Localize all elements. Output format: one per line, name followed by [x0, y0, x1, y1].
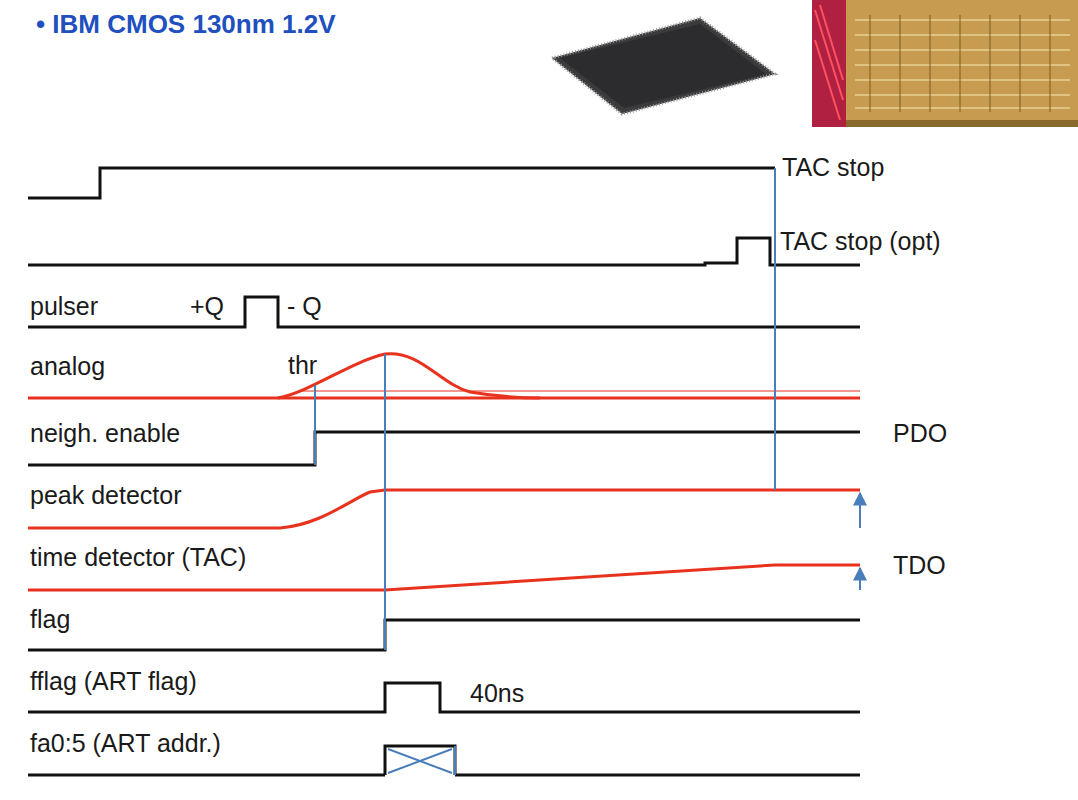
flag-wave — [28, 620, 860, 650]
chip-package — [552, 18, 775, 114]
tdo-arrow — [859, 568, 861, 590]
signal-label: peak detector — [30, 482, 182, 510]
pulser-wave — [28, 297, 860, 327]
chip-top — [560, 24, 766, 108]
signal-label: TAC stop — [782, 154, 884, 182]
tac-stop-wave — [28, 168, 775, 198]
die-rows — [855, 20, 1070, 108]
signal-label: flag — [30, 606, 70, 634]
signal-label: pulser — [30, 293, 98, 321]
chip-body — [552, 18, 775, 114]
signal-label: PDO — [893, 420, 947, 448]
addr-cross — [388, 746, 455, 775]
analog-baseline — [28, 397, 860, 400]
analog-pulse — [278, 354, 540, 398]
signal-label: TAC stop (opt) — [780, 228, 941, 256]
signal-label: - Q — [287, 293, 322, 321]
die-photo — [812, 0, 1078, 127]
signal-label: time detector (TAC) — [30, 544, 246, 572]
pdo-arrow — [859, 493, 861, 528]
die-core — [832, 0, 1078, 120]
stop-marker — [774, 168, 776, 490]
signal-label: TDO — [893, 552, 946, 580]
die-frame — [812, 0, 1078, 127]
die-traces — [815, 5, 843, 120]
threshold-marker — [314, 385, 316, 465]
signal-label: analog — [30, 353, 105, 381]
signal-label: neigh. enable — [30, 420, 180, 448]
signal-label: 40ns — [470, 680, 524, 708]
peak-marker — [384, 354, 386, 650]
die-red-area — [812, 0, 846, 127]
signal-label: thr — [288, 352, 317, 380]
die-columns — [870, 15, 1050, 112]
signal-label: +Q — [190, 293, 224, 321]
tac-stop-opt-wave — [28, 238, 860, 265]
signal-label: fflag (ART flag) — [30, 668, 197, 696]
signal-label: fa0:5 (ART addr.) — [30, 730, 221, 758]
heading: • IBM CMOS 130nm 1.2V — [36, 10, 336, 39]
